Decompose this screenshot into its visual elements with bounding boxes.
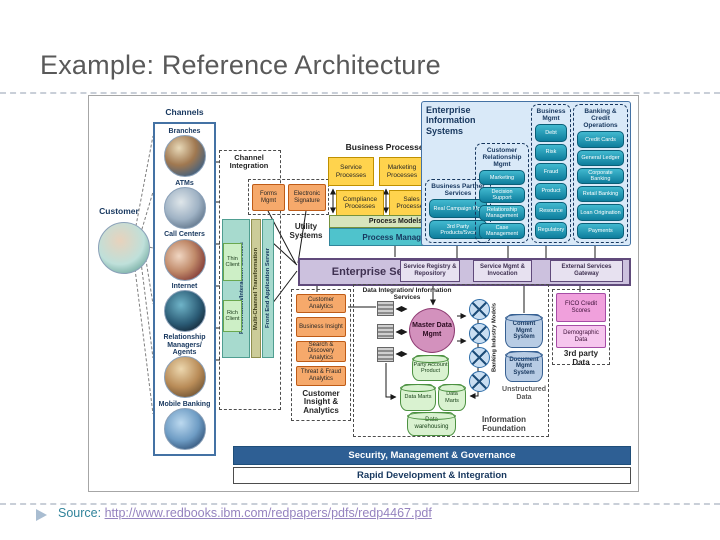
eis-box: Regulatory <box>535 221 567 239</box>
industry-model-icon <box>469 299 490 320</box>
electronic-signature-box: Electronic Signature <box>288 184 326 211</box>
presentation-services-label: Presentation/Interaction Services <box>239 242 245 335</box>
industry-model-icon <box>469 323 490 344</box>
eis-box: General Ledger <box>577 149 624 166</box>
divider-bottom <box>0 503 720 505</box>
customer-label: Customer <box>99 206 139 216</box>
compliance-processes-box: Compliance Processes <box>336 190 384 216</box>
channels-header: Channels <box>165 107 204 117</box>
data-warehouse-store: Data warehousing <box>407 412 456 436</box>
eis-box: Fraud <box>535 163 567 181</box>
banking-industry-models-label: Banking Industry Models <box>491 303 498 373</box>
utility-systems-box <box>248 179 329 215</box>
eis-box: Payments <box>577 222 624 240</box>
business-insight-box: Business Insight <box>296 317 346 337</box>
channel-item-atms: ATMs <box>156 180 213 229</box>
data-mart-store: Data Marts <box>400 384 436 411</box>
industry-model-icon <box>469 371 490 392</box>
thin-client-box: Thin Client <box>223 243 242 281</box>
integration-server-icon <box>377 347 394 362</box>
party-account-product-store: Party Account Product <box>412 355 449 381</box>
demographic-data-box: Demographic Data <box>556 325 606 348</box>
channel-integration-label: Channel Integration <box>229 153 269 171</box>
eis-box: Risk <box>535 143 567 162</box>
atms-photo <box>163 186 206 229</box>
service-processes-box: Service Processes <box>328 157 374 186</box>
page-title: Example: Reference Architecture <box>40 50 441 80</box>
master-data-mgmt-circle: Master Data Mgmt <box>409 308 455 353</box>
multi-channel-transformation-bar: Multi-Channel Transformation <box>251 219 261 358</box>
eis-group-crm: Customer Relationship Mgmt Marketing Dec… <box>475 143 529 243</box>
eis-box: Decision Support <box>479 186 525 203</box>
source-link[interactable]: http://www.redbooks.ibm.com/redpapers/pd… <box>104 506 432 520</box>
channel-item-mobile-banking: Mobile Banking <box>156 401 213 450</box>
source-line: Source: http://www.redbooks.ibm.com/redp… <box>58 506 432 520</box>
rapid-development-integration-bar: Rapid Development & Integration <box>233 467 631 484</box>
unstructured-data-label: Unstructured Data <box>502 386 546 401</box>
front-end-application-server-bar: Front End Application Server <box>262 219 274 358</box>
channel-item-relationship-managers: Relationship Managers/ Agents <box>156 334 213 399</box>
service-registry-box: Service Registry & Repository <box>400 260 460 282</box>
source-label: Source: <box>58 506 102 520</box>
eis-box: Retail Banking <box>577 186 624 203</box>
forms-mgmt-box: Forms Mgmt <box>252 184 285 211</box>
channels-panel: Branches ATMs Call Centers Internet Rela… <box>153 122 216 456</box>
channel-item-internet: Internet <box>156 283 213 333</box>
third-party-data-label: 3rd party Data <box>563 349 599 367</box>
search-discovery-analytics-box: Search & Discovery Analytics <box>296 340 346 363</box>
customer-insight-analytics-column: Customer Analytics Business Insight Sear… <box>291 289 351 421</box>
utility-systems-label: Utility Systems <box>289 222 323 240</box>
footer-bullet-icon <box>36 509 47 521</box>
integration-server-icon <box>377 324 394 339</box>
divider-top <box>0 92 720 94</box>
channel-item-branches: Branches <box>156 128 213 178</box>
eis-box: Marketing <box>479 170 525 185</box>
eis-box: Debt <box>535 124 567 142</box>
integration-server-icon <box>377 301 394 316</box>
customer-avatar <box>98 222 150 274</box>
relationship-managers-photo <box>163 356 206 399</box>
eis-box: Loan Origination <box>577 204 624 221</box>
marketing-processes-box: Marketing Processes <box>379 157 425 186</box>
customer-insight-analytics-label: Customer Insight & Analytics <box>302 388 340 416</box>
internet-photo <box>163 290 206 333</box>
service-mgmt-invocation-box: Service Mgmt & Invocation <box>473 260 532 282</box>
eis-box: Real Campaign Mgr <box>429 199 487 219</box>
eis-box: Relationship Management <box>479 204 525 221</box>
third-party-data-region <box>552 289 610 365</box>
information-foundation-label: Information Foundation <box>482 415 526 433</box>
eis-group-banking-credit-ops: Banking & Credit Operations Credit Cards… <box>573 104 628 243</box>
document-mgmt-store: Document Mgmt System <box>505 351 543 382</box>
eis-box: Product <box>535 182 567 201</box>
channel-item-call-centers: Call Centers <box>156 231 213 281</box>
data-integration-region <box>353 284 549 437</box>
eis-box: Resource <box>535 202 567 220</box>
threat-fraud-analytics-box: Threat & Fraud Analytics <box>296 366 346 386</box>
presentation-services-bar <box>222 219 250 358</box>
data-integration-label: Data Integration/ Information Services <box>362 287 452 302</box>
eis-title: Enterprise Information Systems <box>426 105 476 136</box>
fico-credit-scores-box: FICO Credit Scores <box>556 293 606 322</box>
business-processes-header: Business Processes <box>345 142 429 152</box>
industry-model-icon <box>469 347 490 368</box>
mobile-banking-photo <box>163 408 206 450</box>
content-mgmt-store: Content Mgmt System <box>505 314 543 348</box>
eis-box: Credit Cards <box>577 131 624 148</box>
rich-client-box: Rich Client <box>223 300 242 332</box>
customer-analytics-box: Customer Analytics <box>296 294 346 314</box>
eis-box: Case Management <box>479 222 525 239</box>
security-mgmt-governance-bar: Security, Management & Governance <box>233 446 631 465</box>
eis-box: Corporate Banking <box>577 167 624 185</box>
architecture-diagram: Channels Branches ATMs Call Centers Inte… <box>88 95 639 492</box>
branches-photo <box>163 135 206 178</box>
eis-group-business-mgmt: Business Mgmt Debt Risk Fraud Product Re… <box>531 104 571 243</box>
channel-integration-region <box>219 150 281 410</box>
call-centers-photo <box>163 238 206 281</box>
external-services-gateway-box: External Services Gateway <box>550 260 623 282</box>
data-mart-store: Data Marts <box>438 384 466 411</box>
